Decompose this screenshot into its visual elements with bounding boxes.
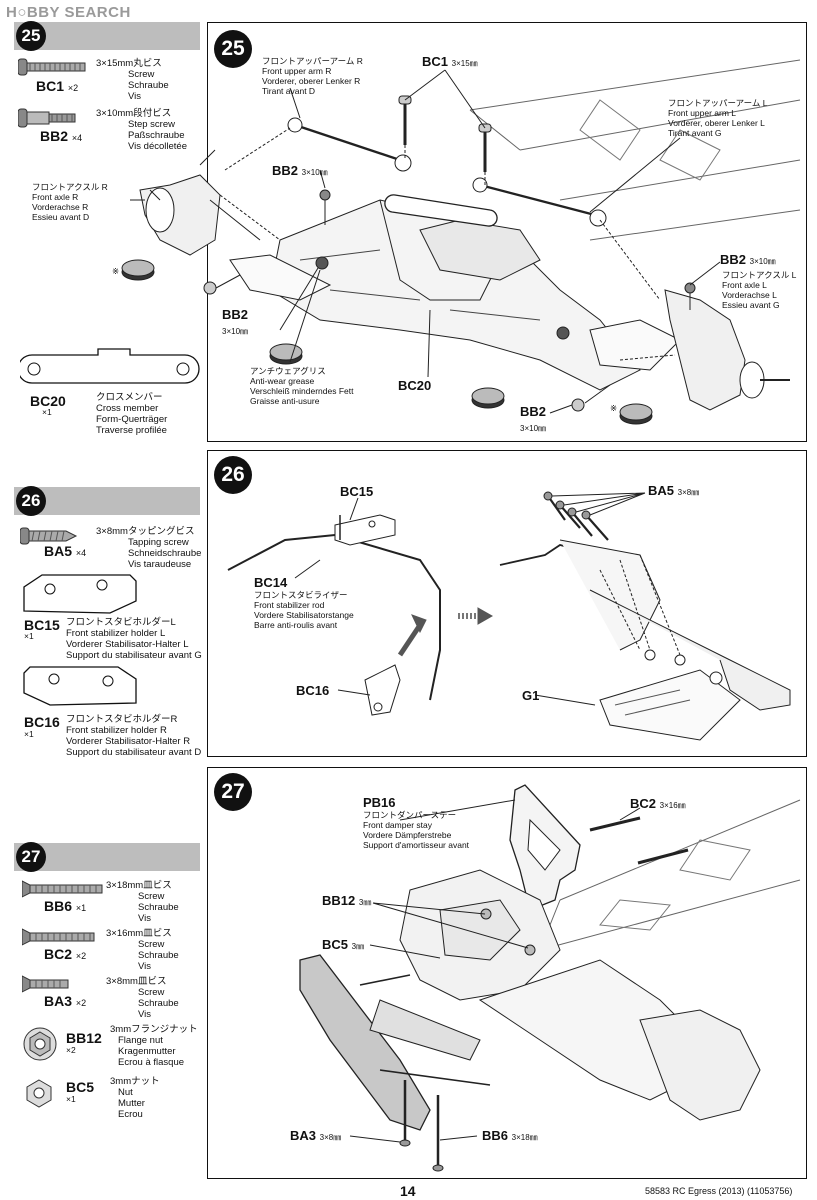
page-number: 14: [400, 1183, 416, 1199]
step-25-badge: 25: [16, 21, 46, 51]
step-27-badge: 27: [16, 842, 46, 872]
hobby-search-watermark: H○BBY SEARCH: [6, 4, 131, 21]
bb12-callout: BB12 3㎜: [322, 893, 372, 908]
stabilizer-holder-r-icon: [23, 666, 137, 706]
part-bc15-qty: ×1: [24, 631, 34, 641]
bc1-callout: BC1 3×15㎜: [422, 54, 478, 69]
part-ba3-code: BA3 ×2: [44, 993, 87, 1009]
step-27-panel-badge: 27: [214, 773, 252, 811]
part-bc5-qty: ×1: [66, 1094, 76, 1104]
part-bc5-desc: 3mmナット Nut Mutter Ecrou: [110, 1076, 160, 1120]
part-bb2-code: BB2 ×4: [40, 128, 83, 144]
step-26-panel: [207, 450, 807, 757]
stabilizer-holder-l-icon: [23, 574, 137, 614]
part-ba5-code: BA5 ×4: [44, 543, 87, 559]
part-bc15-code: BC15: [24, 617, 60, 633]
bc16-callout: BC16: [296, 683, 330, 698]
tapping-screw-icon: [20, 527, 78, 545]
part-bb12-code: BB12: [66, 1030, 102, 1046]
footer-product-code: 58583 RC Egress (2013) (11053756): [645, 1186, 793, 1196]
part-bc1-code: BC1 ×2: [36, 78, 79, 94]
bc5-callout: BC5 3㎜: [322, 937, 365, 952]
ba3-callout: BA3 3×8㎜: [290, 1128, 342, 1143]
bc14-callout: BC14: [254, 575, 288, 590]
flat-head-screw-icon: [22, 880, 103, 898]
bb2-callout-right: BB2 3×10㎜: [720, 252, 776, 267]
part-bc16-qty: ×1: [24, 729, 34, 739]
bc2-callout: BC2 3×16㎜: [630, 796, 686, 811]
bc20-callout: BC20: [398, 378, 432, 393]
part-bc20-code: BC20: [30, 393, 66, 409]
asterisk-mark: ※: [112, 266, 120, 276]
flat-head-screw-icon: [22, 975, 69, 993]
step-26-panel-badge: 26: [214, 456, 252, 494]
bc15-callout: BC15: [340, 484, 374, 499]
step-27-panel: [207, 767, 807, 1179]
pb16-callout: PB16: [363, 795, 396, 810]
part-ba3-desc: 3×8mm皿ビス Screw Schraube Vis: [106, 976, 179, 1020]
step-26-badge: 26: [16, 486, 46, 516]
part-ba5-desc: 3×8mmタッピングビス Tapping screw Schneidschrau…: [96, 526, 202, 570]
step-25-panel-badge: 25: [214, 30, 252, 68]
part-bb2-desc: 3×10mm段付ビス Step screw Paßschraube Vis dé…: [96, 108, 187, 152]
cross-member-part-icon: [20, 348, 200, 384]
part-bc2-code: BC2 ×2: [44, 946, 87, 962]
part-bb6-desc: 3×18mm皿ビス Screw Schraube Vis: [106, 880, 179, 924]
flange-nut-icon: [23, 1027, 57, 1061]
part-bc5-code: BC5: [66, 1079, 95, 1095]
part-bb6-code: BB6 ×1: [44, 898, 87, 914]
bb6-callout: BB6 3×18㎜: [482, 1128, 538, 1143]
step-screw-icon: [18, 108, 76, 128]
part-bc20-qty: ×1: [42, 407, 52, 417]
asterisk-mark: ※: [610, 403, 618, 413]
bb2-callout-top: BB2 3×10㎜: [272, 163, 328, 178]
part-bb12-desc: 3mmフランジナット Flange nut Kragenmutter Ecrou…: [110, 1024, 198, 1068]
ba5-callout: BA5 3×8㎜: [648, 483, 700, 498]
nut-icon: [26, 1079, 52, 1108]
part-bc1-desc: 3×15mm丸ビス Screw Schraube Vis: [96, 58, 169, 102]
part-bb12-qty: ×2: [66, 1045, 76, 1055]
flat-head-screw-icon: [22, 928, 95, 946]
part-bc20-desc: クロスメンバー Cross member Form-Querträger Tra…: [96, 392, 168, 436]
screw-icon: [18, 58, 86, 76]
part-bc2-desc: 3×16mm皿ビス Screw Schraube Vis: [106, 928, 179, 972]
part-bc16-code: BC16: [24, 714, 60, 730]
g1-callout: G1: [522, 688, 540, 703]
